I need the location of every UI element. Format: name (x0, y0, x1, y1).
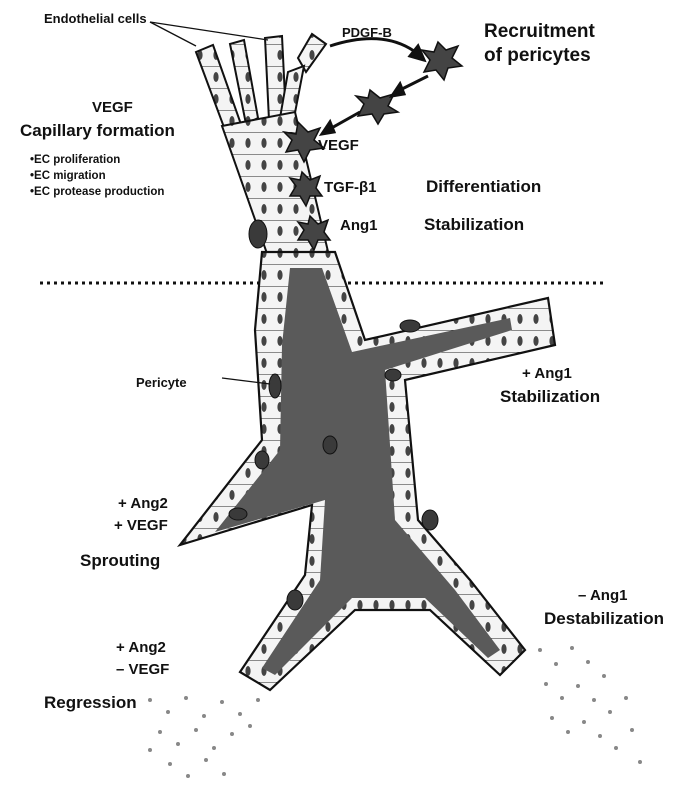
sprouting-label: Sprouting (80, 552, 160, 571)
ang1-label: Ang1 (340, 218, 378, 235)
pericyte-cell (287, 590, 303, 610)
pericyte-cell (400, 320, 420, 332)
vessel-body (180, 252, 555, 690)
destabilization-label: Destabilization (544, 610, 664, 629)
pdgf-b-label: PDGF-B (342, 26, 392, 40)
bullet-ec-protease: EC protease production (30, 186, 164, 199)
plus-ang2-label-b: + Ang2 (116, 640, 166, 657)
pericyte-cell (269, 374, 281, 398)
bullet-ec-migration: EC migration (30, 170, 106, 183)
tgf-b1-label: TGF-β1 (324, 180, 377, 197)
of-pericytes-label: of pericytes (484, 46, 591, 67)
pdgf-arrow (330, 39, 418, 54)
pericyte-cell (385, 369, 401, 381)
pericyte-cell (229, 508, 247, 520)
regression-debris (148, 696, 260, 778)
vegf-label: VEGF (92, 100, 133, 117)
stabilization-right-label: Stabilization (500, 388, 600, 407)
bullet-ec-proliferation: EC proliferation (30, 154, 120, 167)
destabilization-debris (538, 646, 642, 764)
differentiation-label: Differentiation (426, 178, 541, 197)
pericyte-label: Pericyte (136, 376, 187, 390)
pericyte-cell (422, 510, 438, 530)
plus-ang1-label: + Ang1 (522, 366, 572, 383)
pericyte-cell (323, 436, 337, 454)
vegf-pericyte-label: VEGF (318, 138, 359, 155)
regression-label: Regression (44, 694, 137, 713)
stabilization-top-label: Stabilization (424, 216, 524, 235)
capillary-formation-label: Capillary formation (20, 122, 175, 141)
minus-vegf-label: – VEGF (116, 662, 169, 679)
endothelial-cells-label: Endothelial cells (44, 12, 147, 26)
recruitment-label: Recruitment (484, 22, 595, 43)
pericyte-cell (255, 451, 269, 469)
plus-ang2-label-a: + Ang2 (118, 496, 168, 513)
pericyte-star (422, 42, 462, 80)
plus-vegf-label: + VEGF (114, 518, 168, 535)
pericyte-cell (249, 220, 267, 248)
minus-ang1-label: – Ang1 (578, 588, 627, 605)
